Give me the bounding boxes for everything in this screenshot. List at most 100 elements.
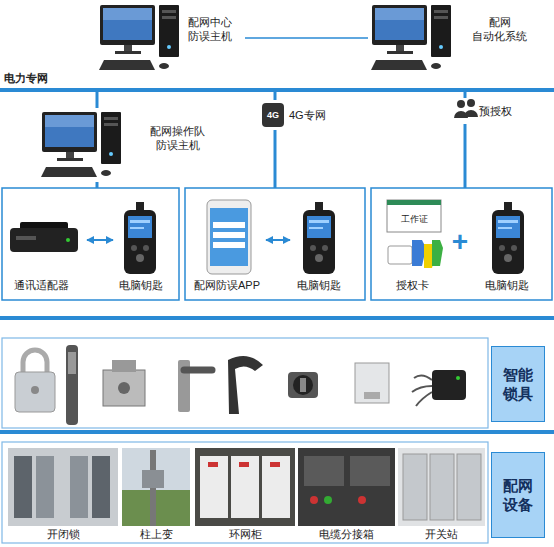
switch-station-photo [398, 448, 485, 526]
icon-text: 4G [267, 110, 279, 121]
handle-lock [66, 345, 78, 425]
padlock [15, 350, 55, 412]
network-line [97, 124, 465, 188]
phone [207, 200, 251, 274]
host-box: 配网中心 防误主机 [95, 4, 245, 76]
ring-main-unit-photo [200, 456, 228, 518]
auth-tags [432, 240, 443, 266]
handle-lock [68, 352, 76, 374]
cable-box-photo [304, 456, 344, 486]
panel-frame [371, 188, 552, 300]
switch-station-photo [403, 454, 427, 520]
divider-bar [0, 316, 554, 320]
cable-box-photo [310, 496, 318, 504]
4g-icon [262, 103, 284, 127]
people-icon [457, 100, 465, 108]
host-computer [41, 112, 121, 177]
divider-bar [0, 430, 554, 434]
people-icon [464, 110, 478, 117]
panel-frame [185, 188, 365, 300]
switchgear-photo [8, 448, 118, 526]
handle-lock [66, 345, 78, 425]
4g-icon [262, 103, 284, 127]
device-box: 配网防误APP [192, 198, 266, 296]
panel-frame [2, 188, 179, 300]
equipment-caption: 柱上变 [140, 528, 173, 541]
ring-main-unit-photo [270, 462, 280, 467]
adapter-device [10, 228, 78, 252]
card-text: 工作证 [401, 214, 428, 225]
box-sensor [355, 363, 389, 403]
host-computer [99, 5, 179, 70]
latch-lock [228, 356, 263, 414]
connector [96, 92, 99, 108]
pole-transformer-photo [122, 448, 190, 526]
host-computer [371, 5, 451, 70]
network-line [274, 130, 277, 188]
node-text: 配网 自动化系统 [472, 15, 527, 44]
connector [266, 239, 290, 241]
network-bar: 电力专网 [0, 88, 554, 92]
device-box: 授权卡 [382, 198, 444, 296]
row-frame [2, 338, 488, 428]
work-card [387, 200, 441, 232]
cable-box-photo [298, 448, 395, 526]
node-text: 预授权 [479, 104, 512, 118]
pole-transformer-photo [142, 470, 164, 488]
padlock [15, 372, 55, 412]
box-lock [118, 382, 130, 394]
cable-box-photo [350, 456, 390, 486]
row-frame [2, 338, 488, 543]
phone [213, 222, 245, 228]
padlock [23, 350, 47, 375]
computer-key [124, 202, 156, 274]
node-text: 配网防误APP [194, 278, 260, 292]
node-text: 智能锁具 [502, 365, 535, 404]
connector [464, 92, 467, 98]
host-box: 配网 自动化系统 [368, 4, 533, 76]
wired-lock [412, 375, 432, 406]
cable-box-photo [358, 496, 366, 504]
cam-lock [300, 378, 306, 392]
host-computer [41, 112, 121, 177]
people-icon [467, 99, 475, 107]
node-text: 通讯适配器 [14, 278, 69, 292]
host-computer [99, 5, 179, 70]
ring-main-unit-photo [262, 456, 290, 518]
connector [245, 37, 368, 39]
people-icon [454, 99, 478, 118]
computer-key [303, 202, 335, 274]
ring-main-unit-photo [195, 448, 295, 526]
device-box: 通讯适配器 [5, 212, 87, 296]
host-computer [371, 5, 451, 70]
pole-transformer-photo [122, 448, 190, 526]
equipment-caption: 开闭锁 [47, 528, 80, 541]
node-text: 授权卡 [396, 278, 429, 292]
phone [213, 232, 245, 238]
wired-lock [432, 370, 466, 400]
work-card [387, 200, 441, 232]
connector [87, 239, 113, 241]
cam-lock [293, 375, 313, 395]
computer-key [303, 202, 335, 274]
equipment-caption: 环网柜 [229, 528, 262, 541]
cam-lock [288, 372, 318, 398]
node-text: 配网设备 [502, 476, 535, 515]
device-box: 电脑钥匙 [290, 200, 348, 296]
computer-key [492, 202, 524, 274]
phone [213, 242, 245, 248]
panel-frame [2, 188, 552, 300]
network-label: 预授权 [452, 98, 518, 124]
switch-station-photo [430, 454, 454, 520]
ring-main-unit-photo [231, 456, 259, 518]
switchgear-photo [70, 456, 88, 518]
row-frame [2, 442, 488, 543]
ring-main-unit-photo [239, 462, 249, 467]
switchgear-photo [14, 456, 32, 518]
node-text: 配网中心 防误主机 [188, 15, 232, 44]
node-text: 电脑钥匙 [485, 278, 529, 292]
host-box: 配网操作队 防误主机 [38, 108, 215, 182]
node-text: 配网操作队 防误主机 [150, 124, 205, 153]
